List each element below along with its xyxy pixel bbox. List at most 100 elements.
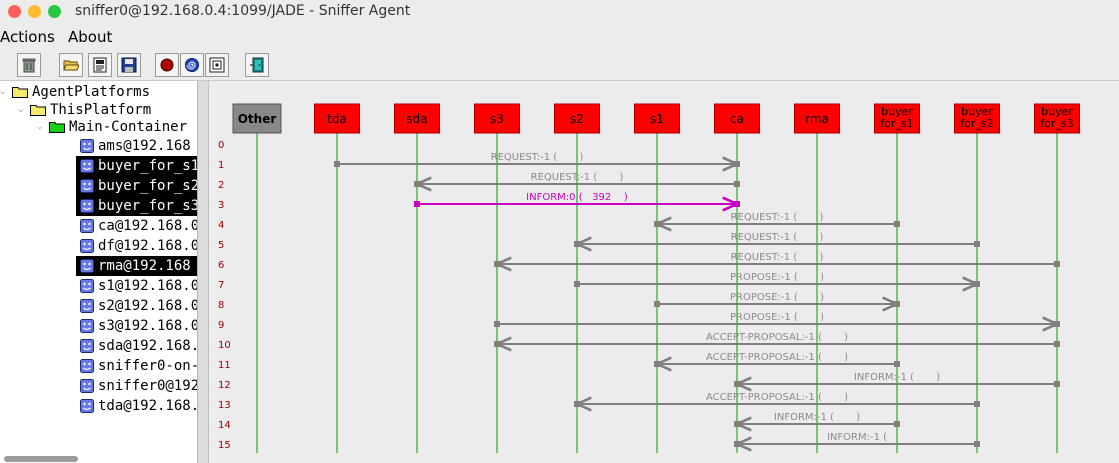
- agent-box-s2[interactable]: [554, 103, 600, 134]
- maximize-window-button[interactable]: [48, 5, 61, 18]
- chevron-down-icon[interactable]: ⌵: [37, 122, 43, 132]
- message-label: PROPOSE:-1 ( ): [730, 292, 824, 303]
- message-end-marker: [654, 221, 660, 227]
- horizontal-scrollbar[interactable]: [0, 453, 197, 463]
- open-button[interactable]: [59, 53, 83, 77]
- agent-label: for_s1: [880, 117, 913, 130]
- agent-box-b1[interactable]: [874, 103, 920, 134]
- message-label: ACCEPT-PROPOSAL:-1 ( ): [706, 352, 848, 363]
- folder-icon: [12, 87, 28, 98]
- menu-about[interactable]: About: [68, 28, 113, 46]
- tree-agent-item[interactable]: df@192.168.0: [76, 236, 197, 256]
- spiral-button[interactable]: [180, 53, 204, 77]
- minimize-window-button[interactable]: [28, 5, 41, 18]
- message-origin-marker: [654, 301, 660, 307]
- trash-icon: [22, 58, 36, 73]
- agent-face-icon: [80, 239, 94, 253]
- tree-node-agent-platforms[interactable]: ⌵ AgentPlatforms: [0, 82, 150, 102]
- agent-box-s1[interactable]: [634, 103, 680, 134]
- agent-face-icon: [80, 299, 94, 313]
- save-text-button[interactable]: [88, 53, 112, 77]
- message-origin-marker: [974, 441, 980, 447]
- tree-agent-label: buyer_for_s1@: [98, 158, 198, 174]
- tree-agent-item[interactable]: tda@192.168.: [76, 396, 197, 416]
- agent-label: tda: [327, 112, 347, 126]
- agent-tree: ⌵ AgentPlatforms ⌵ ThisPlatform ⌵ Main-C…: [0, 81, 198, 463]
- tree-agent-item[interactable]: sniffer0-on-M: [76, 356, 197, 376]
- scrollbar-thumb[interactable]: [4, 456, 78, 462]
- message-origin-marker: [894, 421, 900, 427]
- menu-actions[interactable]: Actions: [0, 28, 55, 46]
- tree-agent-label: sda@192.168.: [98, 338, 198, 354]
- agent-box-s3[interactable]: [474, 103, 520, 134]
- tree-agent-item[interactable]: rma@192.168: [76, 256, 197, 276]
- message-origin-marker: [414, 201, 420, 207]
- row-number: 9: [218, 320, 224, 331]
- message-end-marker: [974, 281, 980, 287]
- title-bar: sniffer0@192.168.0.4:1099/JADE - Sniffer…: [0, 0, 1119, 24]
- row-number: 14: [218, 420, 231, 431]
- toolbar: [0, 50, 1119, 81]
- exit-button[interactable]: [245, 53, 269, 77]
- tree-agent-item[interactable]: buyer_for_s3@: [76, 196, 197, 216]
- split-pane-divider[interactable]: [198, 81, 209, 463]
- save-button[interactable]: [117, 53, 141, 77]
- agent-box-b2[interactable]: [954, 103, 1000, 134]
- agent-box-ca[interactable]: [714, 103, 760, 134]
- tree-agent-label: sniffer0-on-M: [98, 358, 198, 374]
- message-end-marker: [494, 341, 500, 347]
- agent-label: rma: [805, 112, 829, 126]
- agent-face-icon: [80, 259, 94, 273]
- tree-agent-item[interactable]: ca@192.168.0: [76, 216, 197, 236]
- agent-box-other[interactable]: [232, 103, 282, 134]
- tree-agent-item[interactable]: buyer_for_s1@: [76, 156, 197, 176]
- tree-agent-label: ca@192.168.0: [98, 218, 198, 234]
- message-end-marker: [654, 361, 660, 367]
- chevron-down-icon[interactable]: ⌵: [0, 87, 6, 97]
- agent-box-sda[interactable]: [394, 103, 440, 134]
- message-label: REQUEST:-1 ( ): [731, 252, 824, 263]
- frame-button[interactable]: [205, 53, 229, 77]
- tree-agent-item[interactable]: buyer_for_s2@: [76, 176, 197, 196]
- green-folder-icon: [49, 122, 65, 133]
- agent-label: s2: [570, 112, 584, 126]
- tree-agent-label: df@192.168.0: [98, 238, 198, 254]
- tree-agent-item[interactable]: sda@192.168.: [76, 336, 197, 356]
- message-end-marker: [574, 401, 580, 407]
- tree-agent-label: ams@192.168: [98, 138, 191, 154]
- tree-agent-item[interactable]: ams@192.168: [76, 136, 197, 156]
- tree-agent-item[interactable]: s1@192.168.0: [76, 276, 197, 296]
- agent-box-rma[interactable]: [794, 103, 840, 134]
- close-window-button[interactable]: [8, 5, 21, 18]
- message-end-marker: [734, 441, 740, 447]
- agent-face-icon: [80, 219, 94, 233]
- tree-agent-label: sniffer0@192.: [98, 378, 198, 394]
- row-number: 6: [218, 260, 224, 271]
- agent-face-icon: [80, 179, 94, 193]
- row-number: 12: [218, 380, 231, 391]
- message-label: INFORM:-1 ( ): [774, 412, 860, 423]
- row-number: 2: [218, 180, 224, 191]
- frame-icon: [209, 57, 225, 73]
- record-button[interactable]: [155, 53, 179, 77]
- tree-agent-label: s1@192.168.0: [98, 278, 198, 294]
- menu-bar: Actions About: [0, 26, 1119, 50]
- agent-box-tda[interactable]: [314, 103, 360, 134]
- tree-node-main-container[interactable]: ⌵ Main-Container: [37, 117, 187, 137]
- message-origin-marker: [974, 241, 980, 247]
- message-origin-marker: [734, 181, 740, 187]
- row-number: 8: [218, 300, 224, 311]
- tree-agent-item[interactable]: s3@192.168.0: [76, 316, 197, 336]
- agent-box-b3[interactable]: [1034, 103, 1080, 134]
- agent-face-icon: [80, 279, 94, 293]
- tree-agent-item[interactable]: s2@192.168.0: [76, 296, 197, 316]
- chevron-down-icon[interactable]: ⌵: [18, 105, 24, 115]
- agent-face-icon: [80, 339, 94, 353]
- row-number: 3: [218, 200, 224, 211]
- tree-node-this-platform[interactable]: ⌵ ThisPlatform: [18, 100, 151, 120]
- tree-agent-item[interactable]: sniffer0@192.: [76, 376, 197, 396]
- clear-canvas-button[interactable]: [17, 53, 41, 77]
- agent-label: for_s3: [1040, 117, 1073, 130]
